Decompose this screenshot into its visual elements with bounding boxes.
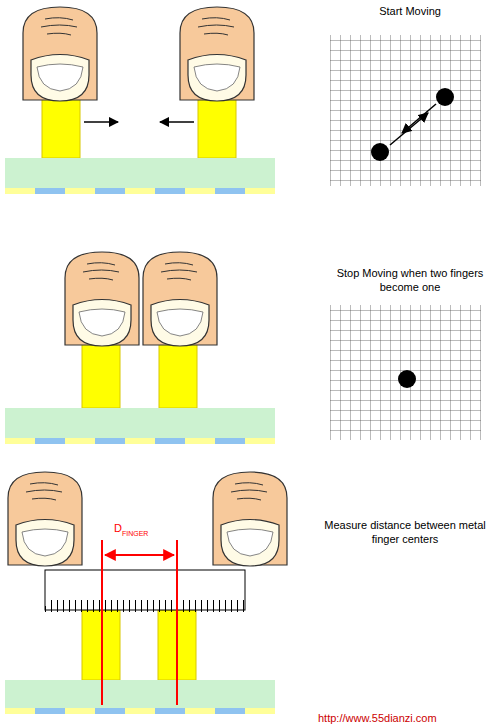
dimension-subscript: FINGER (122, 529, 148, 538)
finger (23, 7, 97, 101)
touch-point (436, 88, 454, 106)
touch-panel (5, 680, 275, 708)
center-line (176, 540, 178, 705)
touch-panel (5, 408, 275, 438)
step-caption: Measure distance between metal finger ce… (315, 518, 495, 547)
center-line (101, 540, 103, 705)
sensor-grid (330, 35, 481, 186)
touch-panel-layer (5, 438, 275, 444)
panel-stop (5, 252, 481, 444)
finger (143, 252, 217, 346)
touch-panel-layer (5, 188, 275, 194)
dimension-label: D (114, 521, 122, 535)
electrodes (5, 188, 275, 194)
move-arrow (402, 104, 436, 133)
panel-measure (5, 472, 287, 714)
move-arrow (84, 121, 118, 123)
finger (65, 252, 139, 346)
step-caption: Stop Moving when two fingers become one (335, 266, 485, 295)
panel-start (5, 7, 481, 194)
finger (180, 7, 254, 101)
touch-panel-layer (5, 708, 275, 714)
move-arrow (160, 121, 194, 123)
electrodes (5, 708, 275, 714)
finger (8, 472, 82, 566)
finger (213, 472, 287, 566)
move-arrow (390, 113, 428, 145)
watermark: http://www.55dianzi.com (318, 711, 437, 725)
electrodes (5, 438, 275, 444)
touch-panel (5, 158, 275, 188)
touch-point (371, 143, 389, 161)
touch-point (398, 370, 416, 388)
step-caption: Start Moving (335, 4, 485, 18)
ruler-ticks (46, 596, 244, 609)
dimension-arrow (105, 554, 174, 556)
sensor-grid (330, 305, 481, 440)
ruler (45, 570, 245, 610)
